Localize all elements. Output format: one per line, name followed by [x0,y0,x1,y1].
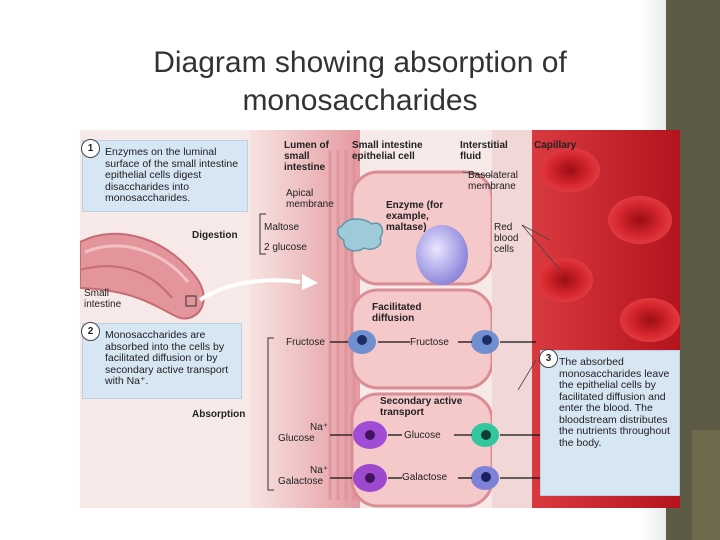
callout-3-text: The absorbed monosaccharides leave the e… [559,356,670,449]
header-epithelial: Small intestine epithelial cell [352,140,423,162]
callout-3-number: 3 [539,349,558,368]
header-interstitial: Interstitial fluid [460,140,508,162]
label-two-glucose: 2 glucose [264,242,307,253]
label-fructose-lumen: Fructose [286,337,325,348]
pointer-lines [461,171,561,391]
transporter-galactose-basal [471,466,499,490]
callout-1-number: 1 [81,139,100,158]
label-digestion: Digestion [192,230,238,241]
nucleus-top [416,225,468,285]
header-capillary: Capillary [534,140,577,151]
title-line-1: Diagram showing absorption of [153,46,567,79]
label-na-galactose: Na⁺ [310,465,329,476]
callout-1: 1 Enzymes on the luminal surface of the … [81,139,248,212]
label-apical-membrane: Apical membrane [286,188,334,210]
transporter-glucose-apical [353,421,387,449]
header-lumen: Lumen of small intestine [284,140,329,173]
label-galactose-lumen: Galactose [278,476,324,487]
label-enzyme: Enzyme (for example, maltase) [386,200,444,233]
callout-3: 3 The absorbed monosaccharides leave the… [539,349,680,496]
label-absorption: Absorption [192,409,246,420]
enzyme-shape [337,218,384,252]
intestine-illustration [80,232,205,320]
callout-2: 2 Monosaccharides are absorbed into the … [81,322,242,399]
absorption-bracket [267,337,274,491]
label-secondary-active-transport: Secondary active transport [380,396,463,418]
transporter-fructose-basal [471,330,499,354]
zoom-box [185,295,197,307]
label-red-blood-cells: Red blood cells [494,222,519,255]
label-glucose-cell: Glucose [404,430,441,441]
absorption-figure: 1 Enzymes on the luminal surface of the … [80,130,680,508]
title-line-2: monosaccharides [242,84,478,117]
transporter-galactose-apical [353,464,387,492]
callout-1-text: Enzymes on the luminal surface of the sm… [105,146,239,204]
label-small-intestine: Small intestine [84,288,122,310]
slide-title: Diagram showing absorption of monosaccha… [0,44,720,120]
zoom-arrow [198,278,301,302]
lumen-region [250,130,360,508]
transport-arrows [330,341,542,479]
transporter-glucose-basal [471,423,499,447]
label-galactose-cell: Galactose [402,472,448,483]
label-glucose-lumen: Glucose [278,433,315,444]
interstitial-region [492,130,532,508]
slide-frame-accent [692,430,720,540]
label-maltose: Maltose [264,222,300,233]
label-na-glucose: Na⁺ [310,422,329,433]
label-fructose-cell: Fructose [410,337,449,348]
transporter-fructose-apical [348,330,376,354]
label-basolateral-membrane: Basolateral membrane [468,170,519,192]
digestion-bracket [259,213,266,255]
callout-2-text: Monosaccharides are absorbed into the ce… [105,329,229,387]
callout-2-number: 2 [81,322,100,341]
label-facilitated-diffusion: Facilitated diffusion [372,302,422,324]
